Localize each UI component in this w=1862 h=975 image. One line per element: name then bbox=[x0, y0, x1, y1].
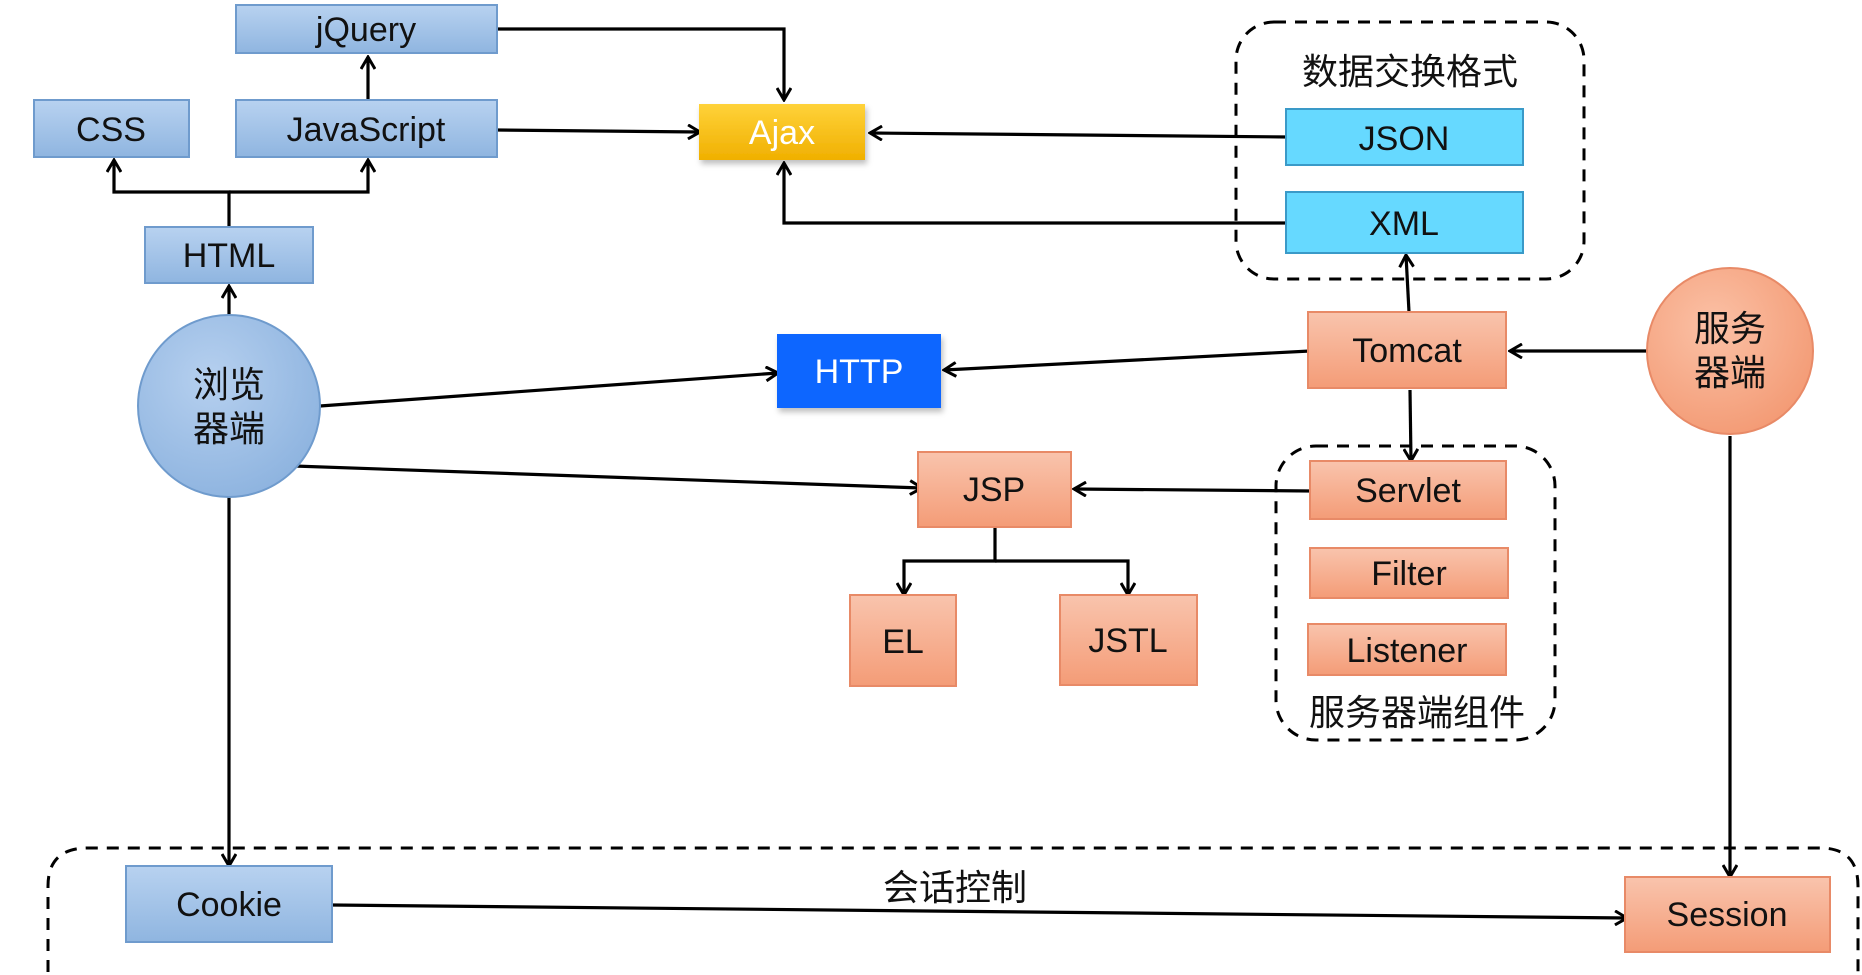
edge-xml-ajax bbox=[784, 163, 1288, 225]
cookie-node: Cookie bbox=[125, 865, 333, 943]
server-label-line1: 服务 bbox=[1694, 309, 1766, 350]
filter-node: Filter bbox=[1309, 547, 1509, 599]
html-node: HTML bbox=[144, 226, 314, 284]
javascript-label: JavaScript bbox=[287, 111, 446, 149]
jquery-node: jQuery bbox=[235, 4, 498, 54]
edge-json-ajax bbox=[870, 133, 1289, 137]
ajax-node: Ajax bbox=[699, 104, 865, 160]
server-label-line2: 器端 bbox=[1694, 353, 1766, 394]
tomcat-label: Tomcat bbox=[1352, 332, 1462, 370]
xml-node: XML bbox=[1285, 191, 1524, 254]
el-label: EL bbox=[882, 623, 924, 661]
edge-browser-http bbox=[319, 373, 778, 408]
jstl-node: JSTL bbox=[1059, 594, 1198, 686]
edge-servlet-jsp bbox=[1074, 489, 1313, 491]
server-node: 服务 器端 bbox=[1646, 267, 1814, 435]
edge-tomcat-http bbox=[944, 349, 1311, 370]
jstl-label: JSTL bbox=[1088, 622, 1167, 660]
http-label: HTTP bbox=[815, 353, 904, 391]
tomcat-node: Tomcat bbox=[1307, 311, 1507, 389]
http-node: HTTP bbox=[777, 334, 941, 408]
browser-label-line1: 浏览 bbox=[193, 365, 265, 406]
edge-tomcat-servlet bbox=[1410, 389, 1411, 461]
edge-html-javascript bbox=[229, 160, 368, 194]
data-exchange-group bbox=[1234, 20, 1586, 281]
jsp-label: JSP bbox=[963, 471, 1025, 509]
edge-javascript-ajax bbox=[496, 130, 700, 132]
edge-browser-jsp bbox=[293, 464, 922, 488]
edge-cookie-session bbox=[331, 903, 1627, 918]
edge-jquery-ajax bbox=[497, 27, 784, 100]
cookie-label: Cookie bbox=[176, 886, 282, 924]
jsp-node: JSP bbox=[917, 451, 1072, 528]
listener-node: Listener bbox=[1307, 623, 1507, 676]
edge-tomcat-xml bbox=[1406, 255, 1409, 313]
session-control-label: 会话控制 bbox=[883, 868, 1027, 909]
el-node: EL bbox=[849, 594, 957, 687]
ajax-label: Ajax bbox=[749, 114, 815, 152]
filter-label: Filter bbox=[1371, 555, 1447, 593]
xml-label: XML bbox=[1369, 205, 1439, 243]
edge-jsp-jstl bbox=[995, 559, 1128, 595]
server-components-group bbox=[1274, 444, 1557, 742]
javascript-node: JavaScript bbox=[235, 99, 498, 158]
servlet-label: Servlet bbox=[1355, 472, 1461, 510]
session-label: Session bbox=[1667, 896, 1788, 934]
server-components-label: 服务器端组件 bbox=[1309, 693, 1525, 734]
session-control-group bbox=[46, 846, 1860, 972]
css-label: CSS bbox=[76, 111, 146, 149]
browser-label-line2: 器端 bbox=[193, 409, 265, 450]
edge-jsp-el bbox=[904, 528, 997, 595]
listener-label: Listener bbox=[1347, 632, 1468, 670]
json-label: JSON bbox=[1359, 120, 1450, 158]
css-node: CSS bbox=[33, 99, 190, 158]
session-node: Session bbox=[1624, 876, 1831, 953]
html-label: HTML bbox=[183, 237, 276, 275]
jquery-label: jQuery bbox=[315, 11, 416, 49]
json-node: JSON bbox=[1285, 108, 1524, 166]
browser-node: 浏览 器端 bbox=[137, 314, 321, 498]
servlet-node: Servlet bbox=[1309, 460, 1507, 520]
edge-html-css bbox=[114, 160, 231, 227]
data-exchange-label: 数据交换格式 bbox=[1302, 52, 1518, 93]
